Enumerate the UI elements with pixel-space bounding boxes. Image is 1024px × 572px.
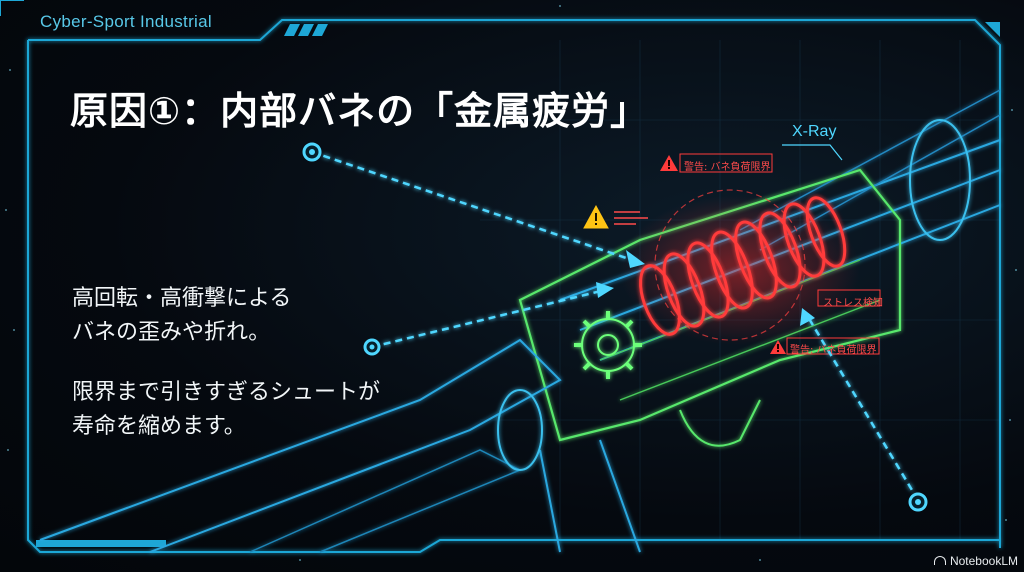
body-line: 高回転・高衝撃による [72,286,292,311]
xray-label: X-Ray [792,123,837,140]
hud-frame [27,19,1001,553]
body-paragraph-2: 限界まで引きすぎるシュートが 寿命を縮めます。 [72,376,380,444]
body-line: 限界まで引きすぎるシュートが [72,380,381,405]
gear [574,311,642,379]
slide-title: 原因①：内部バネの「金属疲労」 [70,89,650,133]
star-field [5,5,1017,561]
warning-icon-red-top [660,153,773,173]
warning-icon-yellow [583,204,648,229]
callout-arrowheads [596,250,815,326]
warning-icon-red-bottom [770,337,880,355]
warning-label-top: 警告: バネ負荷限界 [684,162,771,173]
notebooklm-watermark: NotebookLM [933,554,1018,568]
brand-label: Cyber-Sport Industrial [40,12,212,31]
body-line: 寿命を縮めます。 [72,414,246,439]
callout-dots [302,142,928,512]
body-paragraph-1: 高回転・高衝撃による バネの歪みや折れ。 [72,282,291,350]
watermark-text: NotebookLM [949,554,1018,568]
callout-lines [311,150,920,501]
body-line: バネの歪みや折れ。 [72,320,271,345]
warning-label-bottom: 警告: バネ負荷限界 [790,345,877,356]
stress-box [817,289,881,307]
notebooklm-logo-icon [933,556,946,565]
spring-coils [639,196,847,336]
stress-detect-label: ストレス検知 [823,298,883,309]
frame-accents [36,22,1000,547]
